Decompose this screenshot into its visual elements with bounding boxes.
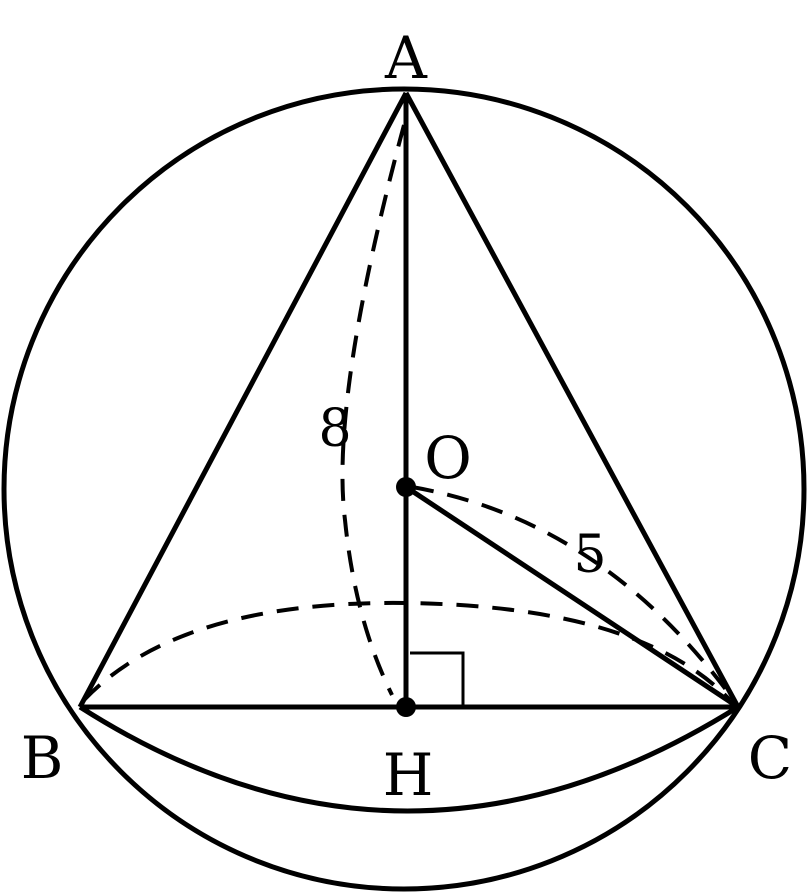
length-label-8: 8 xyxy=(318,399,351,459)
dimension-arc-8 xyxy=(340,124,406,696)
segment-OC xyxy=(404,484,740,710)
sphere-outline xyxy=(1,86,807,892)
label-C: C xyxy=(748,724,792,792)
length-label-5: 5 xyxy=(573,525,606,585)
point-O xyxy=(396,477,416,497)
dimension-arc-5 xyxy=(411,485,732,697)
label-O: O xyxy=(424,424,472,492)
base-circle-front-arc xyxy=(78,704,740,814)
label-B: B xyxy=(21,724,64,792)
edge-AC xyxy=(403,91,741,709)
label-A: A xyxy=(384,24,428,92)
edge-AB xyxy=(77,91,409,709)
label-H: H xyxy=(383,741,434,809)
point-H xyxy=(396,697,416,717)
right-angle-mark xyxy=(410,651,465,707)
